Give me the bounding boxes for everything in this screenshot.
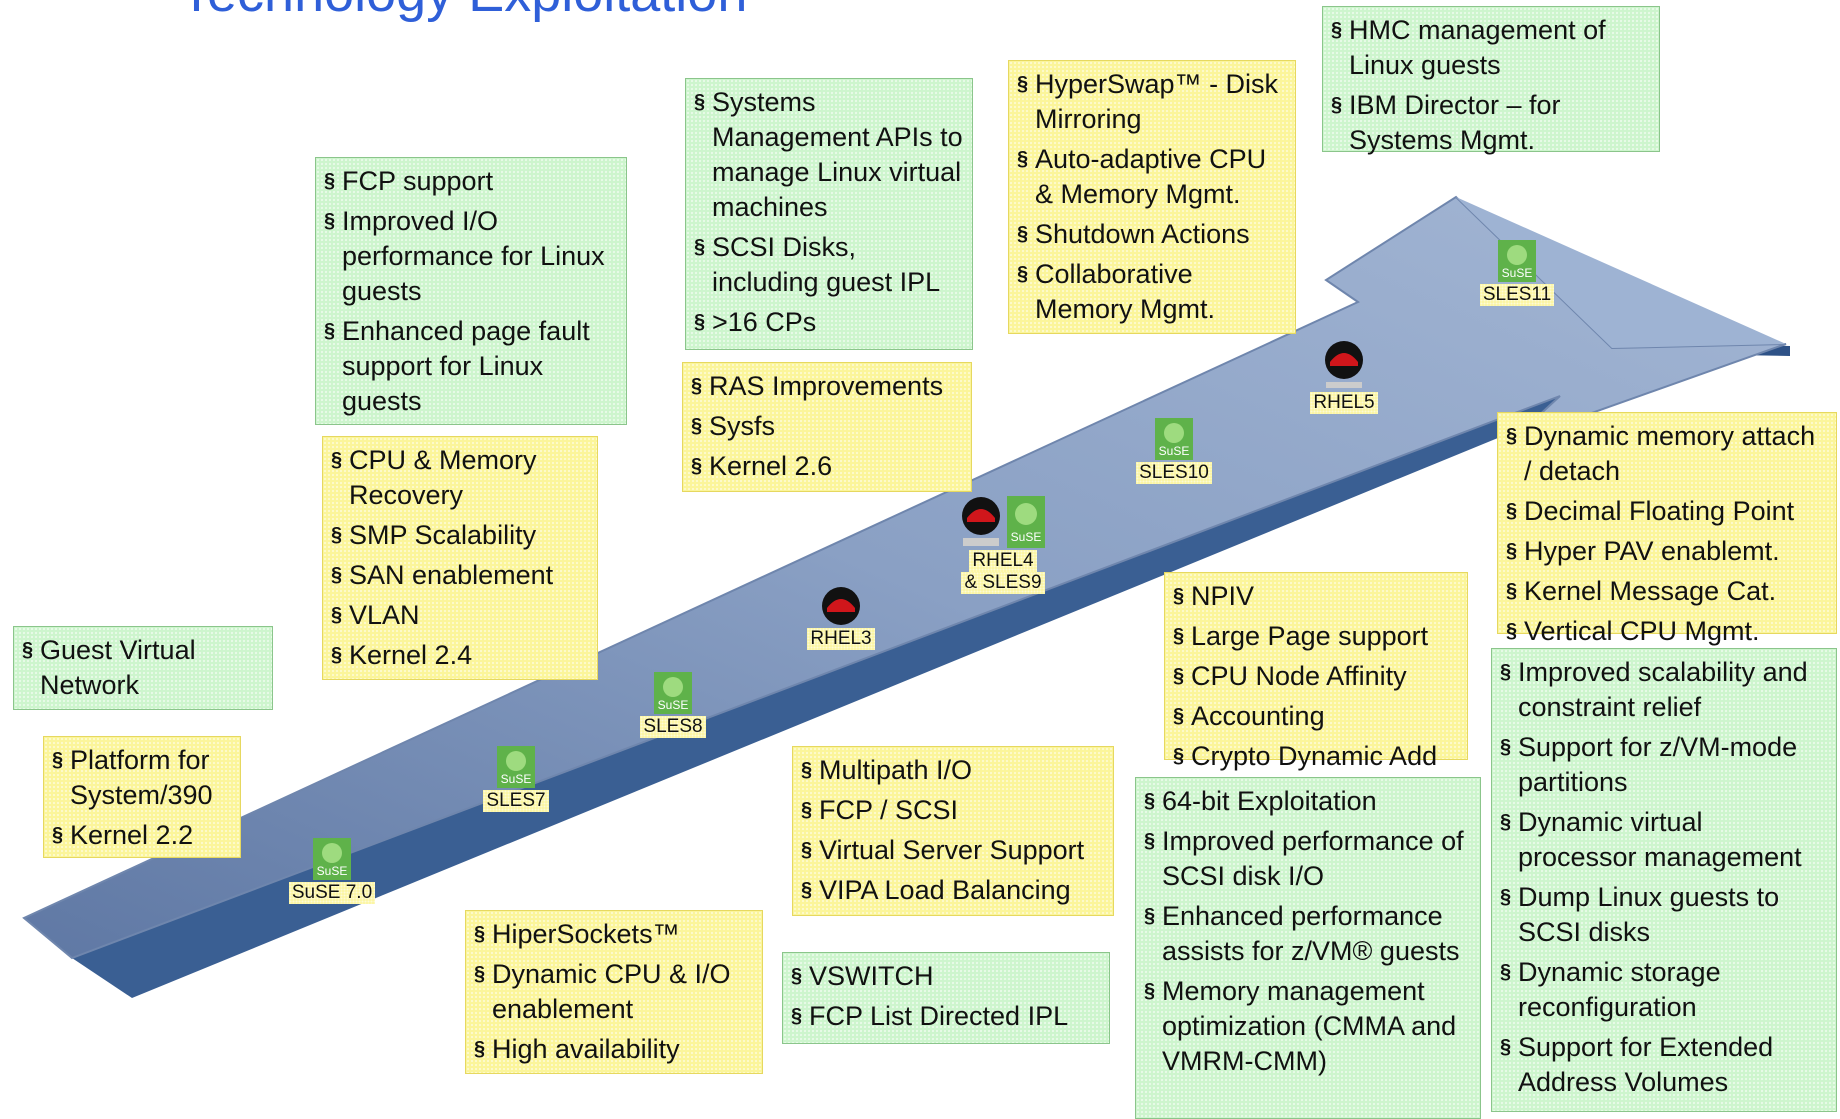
release-rhel5: RHEL5 — [1294, 340, 1394, 414]
svg-text:SuSE: SuSE — [658, 698, 689, 712]
box-dynamic-memory: §Dynamic memory attach / detach §Decimal… — [1497, 412, 1837, 646]
release-rhel3: RHEL3 — [791, 586, 891, 650]
box-cpu-memory-recovery: §CPU & Memory Recovery §SMP Scalability … — [322, 436, 598, 680]
suse-logo-icon: SuSE — [1155, 418, 1193, 460]
suse-logo-icon: SuSE — [1498, 240, 1536, 282]
page-title: Technology Exploitation — [180, 0, 747, 24]
suse-logo-icon: SuSE — [654, 672, 692, 714]
release-sles7: SuSE SLES7 — [466, 746, 566, 812]
box-ras-improvements: §RAS Improvements §Sysfs §Kernel 2.6 — [682, 362, 972, 492]
redhat-logo-icon — [822, 587, 860, 625]
suse-logo-icon: SuSE — [497, 746, 535, 788]
redhat-logo-icon — [1325, 341, 1363, 388]
release-suse70: SuSE SuSE 7.0 — [282, 838, 382, 904]
release-sles8: SuSE SLES8 — [623, 672, 723, 738]
release-rhel4-sles9: SuSE RHEL4 & SLES9 — [938, 496, 1068, 594]
box-platform-s390: §Platform for System/390 §Kernel 2.2 — [43, 736, 241, 858]
release-sles10: SuSE SLES10 — [1124, 418, 1224, 484]
svg-text:SuSE: SuSE — [1502, 266, 1533, 280]
box-guest-virtual-network: §Guest Virtual Network — [13, 626, 273, 710]
redhat-logo-icon — [962, 497, 1000, 546]
box-improved-scalability: §Improved scalability and constraint rel… — [1491, 648, 1837, 1112]
box-vswitch: §VSWITCH §FCP List Directed IPL — [782, 952, 1110, 1044]
box-fcp-support: §FCP support §Improved I/O performance f… — [315, 157, 627, 425]
release-sles11: SuSE SLES11 — [1464, 240, 1570, 306]
box-hmc-management: §HMC management of Linux guests §IBM Dir… — [1322, 6, 1660, 155]
svg-text:SuSE: SuSE — [501, 772, 532, 786]
box-64bit-exploitation: §64-bit Exploitation §Improved performan… — [1135, 777, 1481, 1119]
svg-text:SuSE: SuSE — [1011, 530, 1042, 544]
svg-text:SuSE: SuSE — [1159, 444, 1190, 458]
suse-logo-icon: SuSE — [1007, 496, 1045, 548]
suse-logo-icon: SuSE — [313, 838, 351, 880]
svg-text:SuSE: SuSE — [317, 864, 348, 878]
box-npiv: §NPIV §Large Page support §CPU Node Affi… — [1164, 572, 1468, 771]
box-systems-management-apis: §Systems Management APIs to manage Linux… — [685, 78, 973, 350]
box-multipath-io: §Multipath I/O §FCP / SCSI §Virtual Serv… — [792, 746, 1114, 916]
box-hipersockets: §HiperSockets™ §Dynamic CPU & I/O enable… — [465, 910, 763, 1074]
arrow-head — [1456, 197, 1786, 348]
box-hyperswap: §HyperSwap™ - Disk Mirroring §Auto-adapt… — [1008, 60, 1296, 334]
